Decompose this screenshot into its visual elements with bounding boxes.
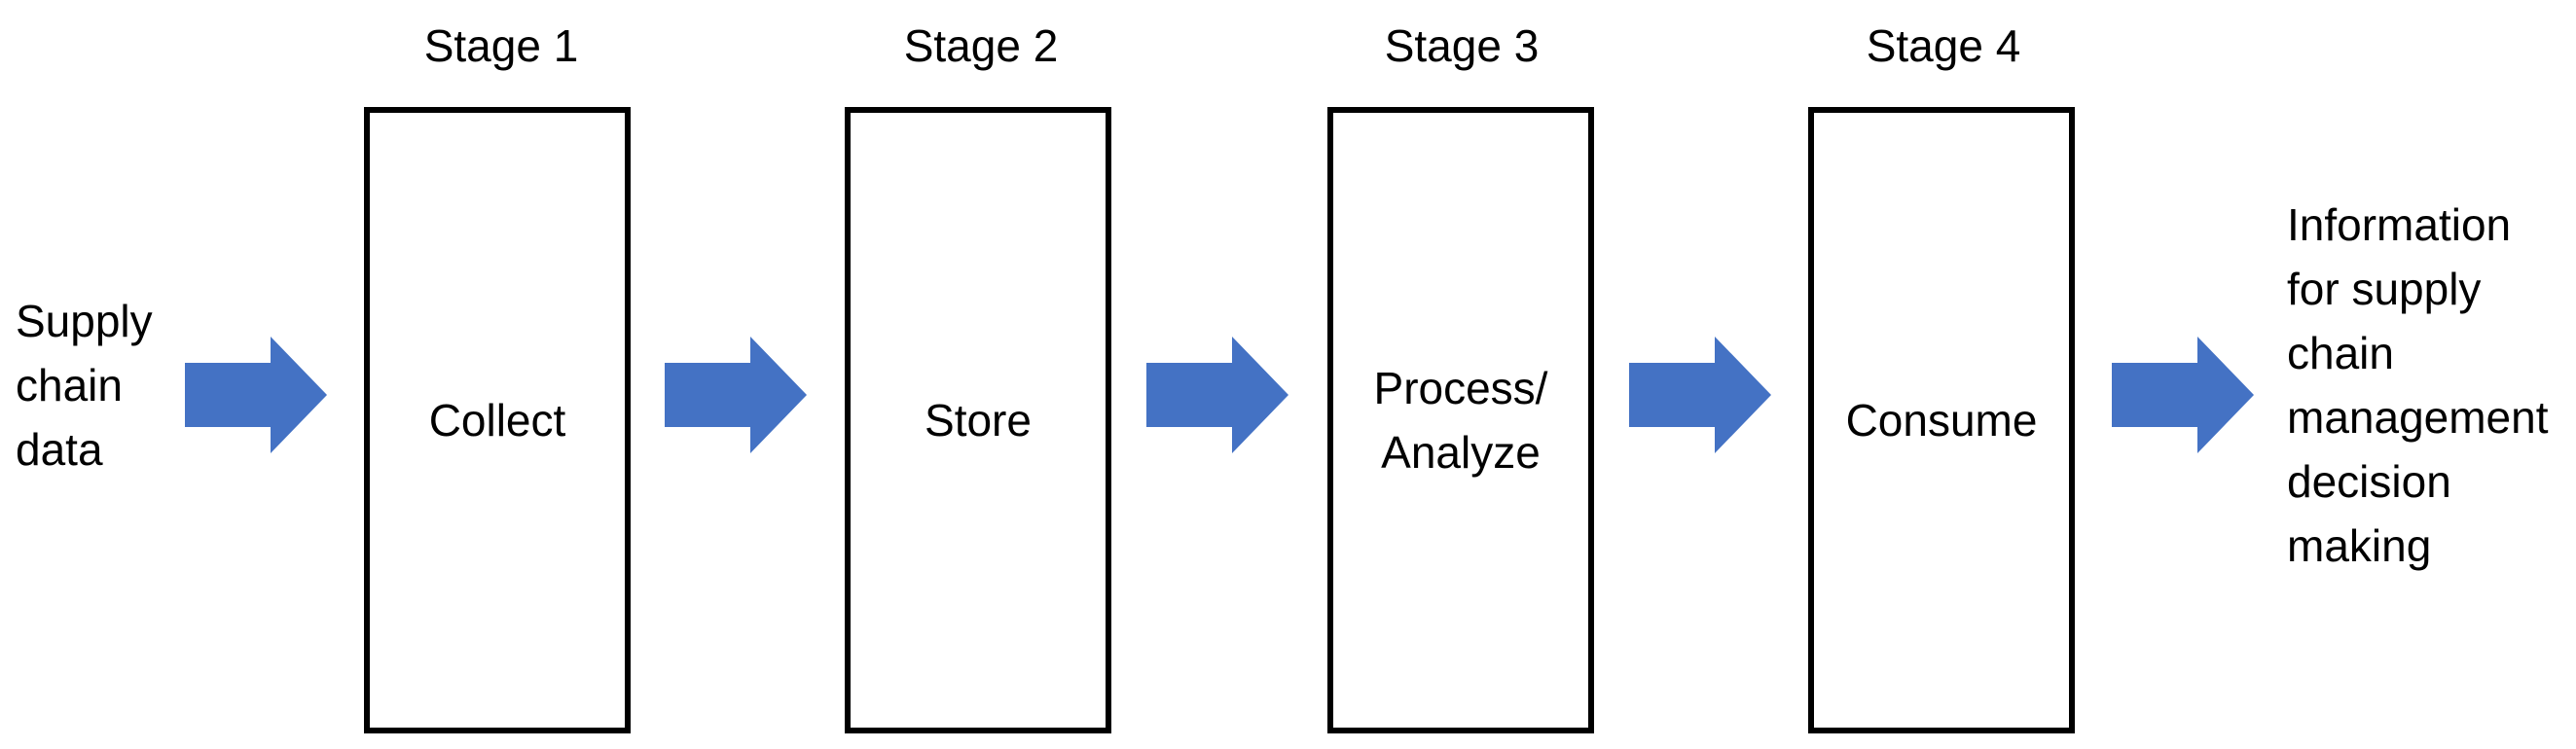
flow-arrow-5	[2112, 337, 2254, 453]
right-arrow-icon	[185, 337, 327, 453]
input-text: Supply chain data	[16, 296, 153, 475]
flow-arrow-1	[185, 337, 327, 453]
stage-4-box: Consume	[1808, 107, 2075, 733]
flow-arrow-4	[1629, 337, 1771, 453]
stage-4-name: Consume	[1845, 395, 2038, 446]
stage-3-name: Process/ Analyze	[1373, 363, 1548, 478]
output-text: Information for supply chain management …	[2287, 199, 2549, 571]
flow-arrow-3	[1146, 337, 1288, 453]
stage-2-box: Store	[845, 107, 1111, 733]
stage-3-box: Process/ Analyze	[1327, 107, 1594, 733]
right-arrow-icon	[2112, 337, 2254, 453]
stage-2-label: Stage 2	[903, 20, 1059, 71]
stage-1-name: Collect	[428, 395, 566, 446]
stage-3-label: Stage 3	[1384, 20, 1540, 71]
right-arrow-icon	[1146, 337, 1288, 453]
stage-2-name: Store	[925, 395, 1032, 446]
flow-arrow-2	[665, 337, 807, 453]
stage-1-label: Stage 1	[423, 20, 579, 71]
stage-4-label: Stage 4	[1866, 20, 2021, 71]
stage-1-box: Collect	[364, 107, 631, 733]
right-arrow-icon	[1629, 337, 1771, 453]
right-arrow-icon	[665, 337, 807, 453]
